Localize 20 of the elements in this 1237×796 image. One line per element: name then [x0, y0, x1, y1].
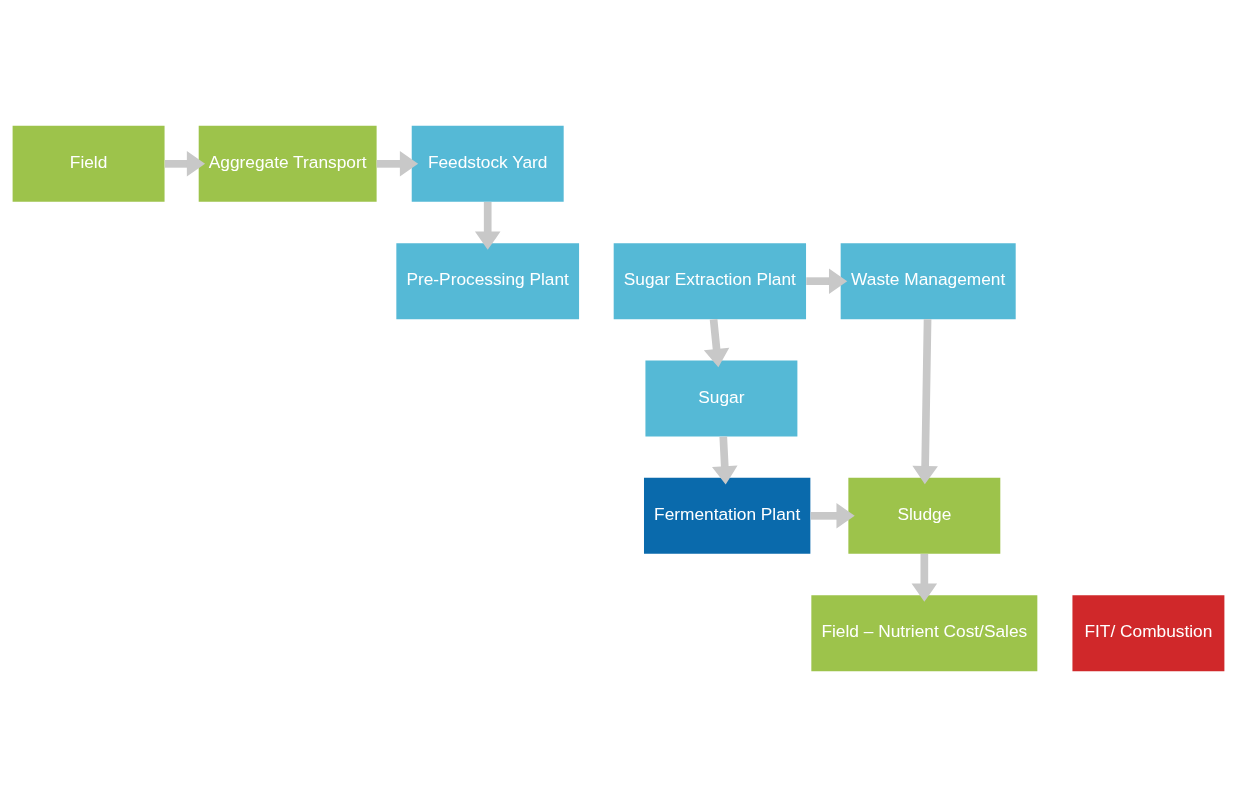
node-box: Sugar Extraction Plant [613, 242, 807, 319]
node-box: Sludge [848, 477, 1001, 554]
arrow [376, 150, 419, 177]
node-box: Field [12, 125, 165, 202]
arrow [703, 318, 730, 367]
node-box: Feedstock Yard [411, 125, 564, 202]
node-box: FIT/ Combustion [1072, 594, 1225, 671]
node-box: Fermentation Plant [644, 477, 811, 554]
arrow [712, 435, 738, 484]
node-box: Waste Management [840, 242, 1016, 319]
arrow [164, 150, 206, 177]
arrow [474, 201, 501, 250]
arrow [911, 553, 938, 602]
node-box: Pre-Processing Plant [396, 242, 580, 319]
node-box: Sugar [645, 360, 798, 436]
arrow [806, 267, 848, 294]
arrow [810, 502, 855, 529]
node-box: Field – Nutrient Cost/Sales [811, 594, 1038, 671]
arrow [912, 318, 938, 484]
node-box: Aggregate Transport [198, 125, 377, 202]
